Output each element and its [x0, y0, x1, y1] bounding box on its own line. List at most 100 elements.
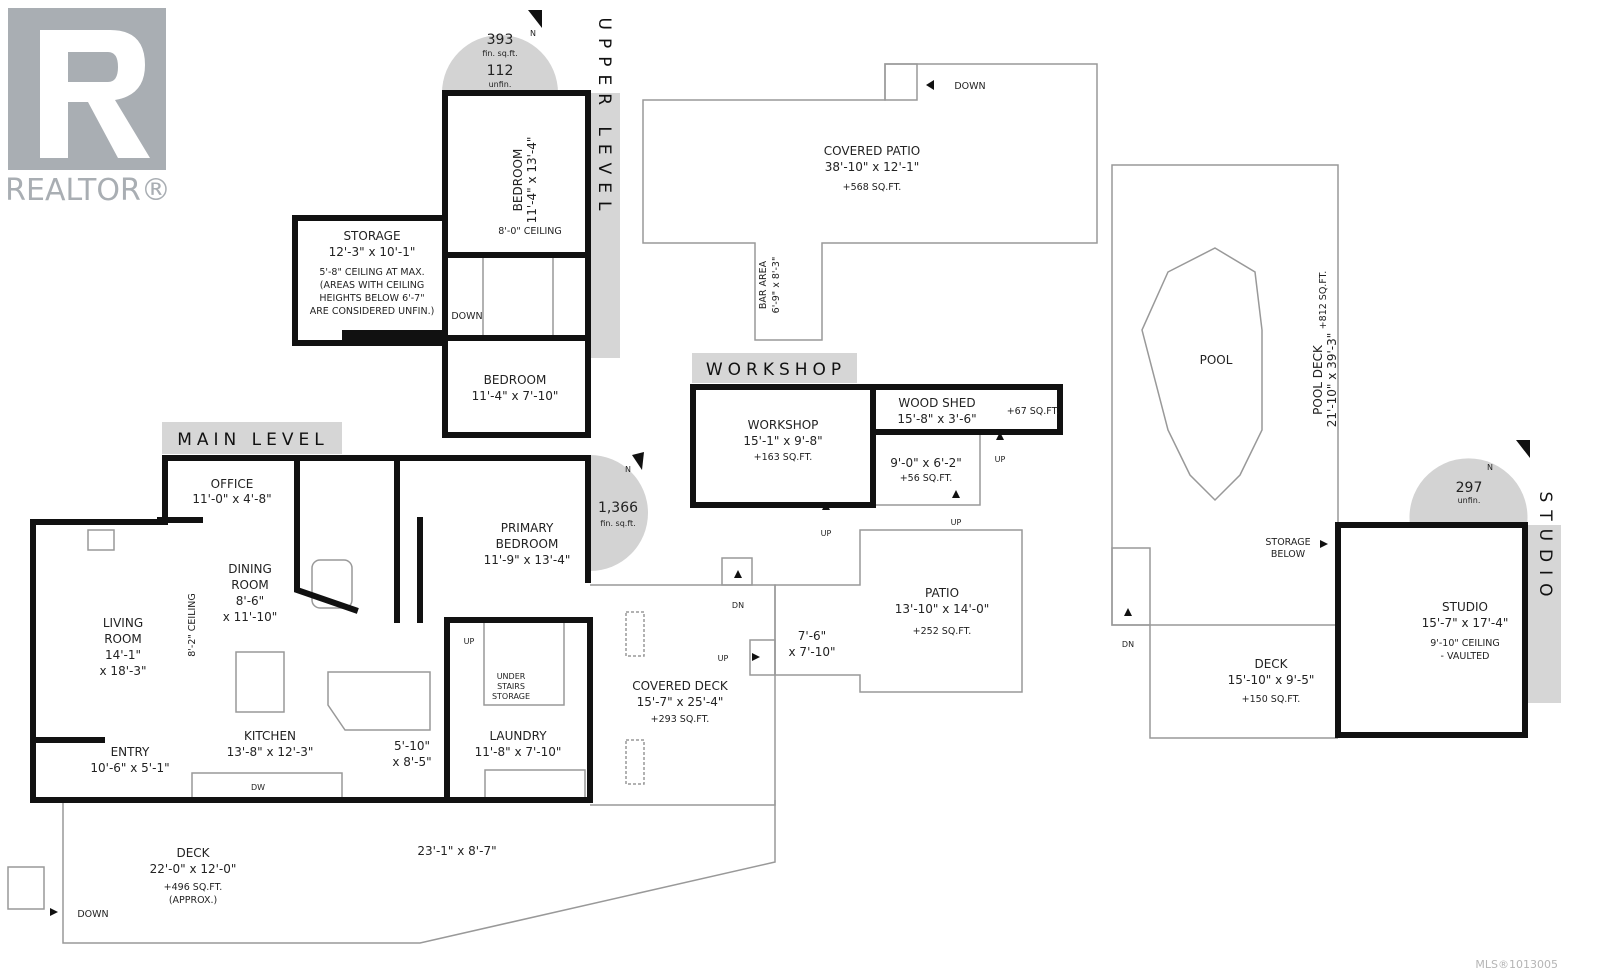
room-dims: 13'-10" x 14'-0": [895, 602, 989, 616]
room-dims: 11'-0" x 4'-8": [192, 492, 271, 506]
upper-level-band: [587, 93, 620, 358]
room-dims: 13'-8" x 12'-3": [227, 745, 314, 759]
studio-unfin-sqft: 297: [1456, 480, 1483, 496]
main-fin-label: fin. sq.ft.: [600, 519, 635, 528]
room-dims: 11'-4" x 13'-4": [525, 137, 539, 224]
room-name: DECK: [1254, 657, 1288, 671]
compass-upper: N 393 fin. sq.ft. 112 unfin.: [442, 10, 558, 93]
room-name: PRIMARY: [501, 521, 554, 535]
room-name: DINING: [228, 562, 272, 576]
upper-bedroom1: BEDROOM 11'-4" x 13'-4": [511, 137, 539, 224]
area: +812 SQ.FT.: [1318, 271, 1329, 330]
storage-note: 5'-8" CEILING AT MAX.: [319, 267, 424, 278]
studio-label: STUDIO: [1535, 491, 1555, 604]
room-dims: x 11'-10": [223, 610, 278, 624]
room-name: PATIO: [925, 586, 959, 600]
ceiling-note: 8'-2" CEILING: [187, 593, 198, 657]
arrow-icon: [1320, 540, 1328, 548]
walls: [30, 90, 1528, 803]
area: +568 SQ.FT.: [843, 182, 902, 193]
room-dims: x 8'-5": [392, 755, 431, 769]
main-deck-outline: [62, 800, 776, 944]
stair-label: UP: [995, 455, 1006, 464]
dishwasher-label: DW: [251, 783, 265, 792]
room-dims: 15'-7" x 25'-4": [637, 695, 724, 709]
room-dims: 11'-8" x 7'-10": [475, 745, 562, 759]
stair-patio: [884, 63, 918, 101]
room-name: COVERED PATIO: [824, 144, 920, 158]
upper-unfin-label: unfin.: [489, 80, 512, 89]
room-name: LIVING: [103, 616, 143, 630]
room-name: WORKSHOP: [748, 418, 819, 432]
upper-fin-sqft: 393: [487, 32, 514, 48]
stair-label: UP: [821, 529, 832, 538]
room-dims: 23'-1" x 8'-7": [417, 844, 496, 858]
room-name: DECK: [176, 846, 210, 860]
room-name: OFFICE: [211, 477, 254, 491]
storage-below-label: BELOW: [1271, 549, 1306, 560]
stair-label: UP: [464, 637, 475, 646]
north-icon: N: [530, 29, 536, 38]
room-dims: 11'-9" x 13'-4": [484, 553, 571, 567]
mls-number: MLS®1013005: [1475, 958, 1558, 971]
studio-deck-outline: [1149, 625, 1338, 739]
arrow-icon: [822, 502, 830, 510]
room-dims: 15'-8" x 3'-6": [897, 412, 976, 426]
upper-fin-label: fin. sq.ft.: [482, 49, 517, 58]
compass-main: N 1,366 fin. sq.ft.: [590, 452, 648, 571]
room-dims: 8'-6": [236, 594, 264, 608]
upper-level-label: UPPER LEVEL: [594, 18, 614, 219]
ceiling-note: 9'-10" CEILING: [1430, 638, 1500, 649]
room-name: ROOM: [104, 632, 142, 646]
room-dims: 6'-9" x 8'-3": [771, 257, 782, 314]
realtor-logo: REALTOR®: [5, 8, 171, 208]
storage-note: HEIGHTS BELOW 6'-7": [319, 293, 424, 304]
room-dims: 7'-6": [798, 629, 826, 643]
under-stairs-label: STAIRS: [497, 682, 525, 691]
room-name: BEDROOM: [511, 149, 525, 212]
studio-unfin-label: unfin.: [1458, 496, 1481, 505]
room-name: BEDROOM: [496, 537, 559, 551]
laundry-counter: [484, 769, 586, 801]
room-dims: 9'-0" x 6'-2": [890, 456, 962, 470]
ceiling-note: - VAULTED: [1441, 651, 1490, 662]
arrow-icon: [952, 490, 960, 498]
stair-label: UP: [951, 518, 962, 527]
stair-label: DOWN: [954, 81, 985, 92]
arrow-icon: [50, 908, 58, 916]
kitchen-counter: [191, 772, 343, 800]
stair-deck: [7, 866, 45, 910]
main-level-label: MAIN LEVEL: [177, 430, 329, 450]
arrow-icon: [734, 570, 742, 578]
main-fin-sqft: 1,366: [598, 500, 638, 516]
room-name: STUDIO: [1442, 600, 1488, 614]
workshop-label: WORKSHOP: [706, 360, 846, 380]
arrow-icon: [752, 653, 760, 661]
bathtub: [311, 559, 353, 609]
north-icon: N: [1487, 463, 1493, 472]
arrow-icon: [996, 432, 1004, 440]
under-stairs-label: UNDER: [497, 672, 526, 681]
room-dims: x 7'-10": [789, 645, 836, 659]
room-name: KITCHEN: [244, 729, 296, 743]
storage-note: ARE CONSIDERED UNFIN.): [310, 306, 435, 317]
arrow-icon: [926, 80, 934, 90]
stair-label: DN: [732, 601, 744, 610]
area-note: (APPROX.): [169, 895, 217, 906]
storage-note: (AREAS WITH CEILING: [320, 280, 425, 291]
covered-patio-outline: [642, 63, 1098, 341]
storage-below-label: STORAGE: [1265, 537, 1310, 548]
stair-label: DOWN: [451, 311, 482, 322]
studio-band: [1528, 525, 1561, 703]
stair-label: DOWN: [77, 909, 108, 920]
stair-arrows: [50, 80, 1328, 916]
room-name: BEDROOM: [484, 373, 547, 387]
room-dims: 15'-1" x 9'-8": [743, 434, 822, 448]
room-dims: 22'-0" x 12'-0": [150, 862, 237, 876]
room-dims: 14'-1": [105, 648, 141, 662]
fireplace: [87, 529, 115, 551]
room-dims: 15'-7" x 17'-4": [1422, 616, 1509, 630]
upper-stairs: [482, 254, 554, 339]
room-dims: 5'-10": [394, 739, 430, 753]
